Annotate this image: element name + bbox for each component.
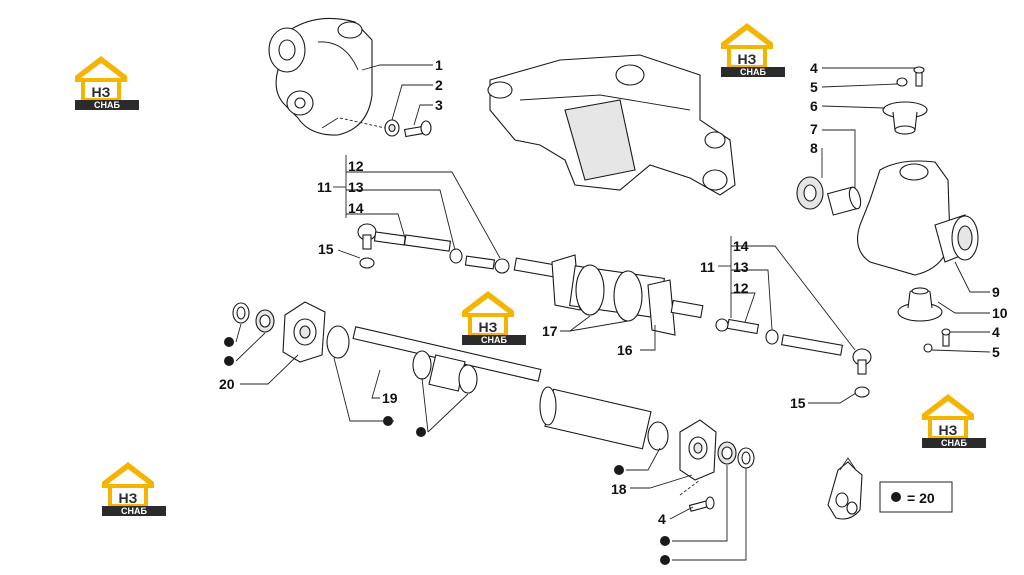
part-ring-small-1	[232, 302, 250, 324]
callout-5-top: 5	[810, 79, 818, 95]
part-nut-15-right	[854, 386, 870, 398]
part-tube-14-left	[403, 234, 452, 252]
legend-text: = 20	[907, 490, 935, 506]
callout-14-left: 14	[348, 200, 364, 216]
callout-10: 10	[992, 305, 1008, 321]
callout-11-left: 11	[317, 179, 332, 195]
svg-text:НЗ: НЗ	[479, 319, 498, 335]
callout-19: 19	[382, 390, 398, 406]
part-oring-large-left	[326, 325, 350, 359]
kit-dot-6	[660, 536, 670, 546]
part-bolt-4-lower	[941, 328, 951, 347]
callout-8: 8	[810, 140, 818, 156]
guide-line	[339, 117, 386, 129]
part-bushing-7	[826, 186, 862, 216]
svg-text:НЗ: НЗ	[738, 51, 757, 67]
svg-text:НЗ: НЗ	[119, 490, 138, 506]
callout-numbers: 1 2 3 4 5 6 7 8 11 12 13 14 15 14 11 13 …	[219, 57, 1008, 527]
part-bolt-4-top	[913, 66, 925, 87]
seal-kit-bag-icon	[827, 457, 863, 520]
callout-7: 7	[810, 121, 818, 137]
callout-6: 6	[810, 98, 818, 114]
callout-9: 9	[992, 284, 1000, 300]
callout-2: 2	[435, 77, 443, 93]
callout-5-right: 5	[992, 344, 1000, 360]
part-nut-15-left	[359, 257, 375, 269]
callout-13-left: 13	[348, 179, 364, 195]
legend-box: = 20	[879, 481, 953, 513]
part-nut-5-lower	[923, 343, 933, 353]
part-ring-small-2	[255, 309, 275, 333]
part-nut-13-right	[765, 329, 779, 345]
brand-logo-3: НЗ СНАБ	[462, 291, 526, 345]
legend-dot	[891, 492, 901, 502]
part-rod-12-right	[715, 318, 760, 335]
part-knuckle-hub-9	[857, 160, 979, 276]
callout-13-right: 13	[733, 259, 749, 275]
brand-logo-4: НЗ СНАБ	[922, 394, 986, 448]
part-axle-housing	[487, 54, 736, 196]
callout-4-bottom: 4	[658, 511, 666, 527]
brand-logo-2: НЗ СНАБ	[721, 23, 785, 77]
callout-18: 18	[611, 481, 627, 497]
part-bolt-3	[403, 120, 432, 138]
part-nut-5-top	[896, 77, 908, 87]
svg-text:НЗ: НЗ	[92, 84, 111, 100]
part-kingpin-cap-6	[882, 101, 928, 135]
callout-4-right: 4	[992, 324, 1000, 340]
kit-dot-5	[614, 465, 624, 475]
callout-15-right: 15	[790, 395, 806, 411]
callout-17: 17	[542, 323, 558, 339]
callout-12-right: 12	[733, 280, 749, 296]
part-lower-cap-10	[897, 287, 943, 322]
callout-3: 3	[435, 97, 443, 113]
callout-12-left: 12	[348, 158, 364, 174]
callout-4-top: 4	[810, 60, 818, 76]
part-cylinder-assembly	[513, 254, 704, 336]
brand-logo-1: НЗ СНАБ	[75, 56, 139, 110]
svg-text:НЗ: НЗ	[939, 422, 958, 438]
part-ring-small-3	[717, 441, 737, 465]
leader-lines	[235, 64, 991, 561]
part-cylinder-tube	[539, 386, 669, 451]
callout-1: 1	[435, 57, 443, 73]
callout-20: 20	[219, 376, 235, 392]
guide-line-2	[679, 479, 701, 496]
part-ring-small-4	[737, 447, 755, 469]
callout-15-left: 15	[318, 241, 334, 257]
kit-dot-1	[224, 337, 234, 347]
svg-text:СНАБ: СНАБ	[481, 335, 507, 345]
part-bolt-4-bottom	[688, 496, 715, 512]
part-piston-rod-19	[352, 326, 542, 394]
svg-text:СНАБ: СНАБ	[121, 506, 147, 516]
svg-text:СНАБ: СНАБ	[740, 67, 766, 77]
part-tie-rod-end-left	[357, 223, 407, 250]
part-flange-20	[282, 301, 326, 363]
kit-dot-2	[224, 356, 234, 366]
kit-dot-7	[660, 555, 670, 565]
brand-logo-5: НЗ СНАБ	[102, 462, 166, 516]
callout-16: 16	[617, 342, 633, 358]
part-nut-2	[384, 119, 400, 137]
part-seal-8	[796, 176, 824, 210]
svg-text:СНАБ: СНАБ	[941, 438, 967, 448]
part-tube-14-right	[780, 334, 872, 375]
callout-11-right: 11	[700, 259, 715, 275]
part-knuckle-housing-left	[268, 17, 373, 136]
part-flange-18	[679, 419, 717, 481]
part-rod-12-left	[464, 255, 510, 274]
kit-dot-4	[416, 427, 426, 437]
part-nut-13-left	[449, 248, 463, 264]
callout-14-right: 14	[733, 238, 749, 254]
kit-markers	[224, 337, 670, 565]
svg-text:СНАБ: СНАБ	[94, 100, 120, 110]
